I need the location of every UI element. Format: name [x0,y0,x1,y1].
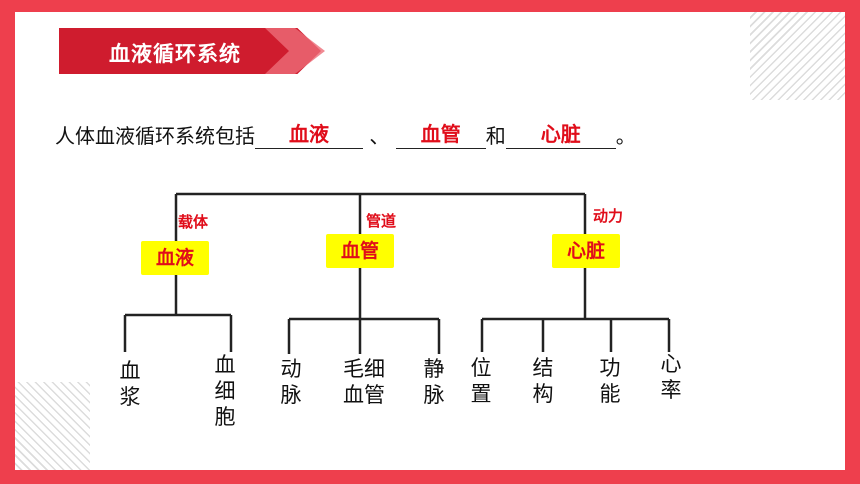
sentence-separator-1: 、 [369,124,390,148]
leaf-blood-cells: 血细胞 [214,353,236,429]
leaf-capillary: 毛细血管 [343,357,385,407]
leaf-function: 功能 [599,356,621,406]
node-heart: 心脏 [552,234,620,268]
answer-blank-2: 血管 [395,120,486,149]
sentence-lead: 人体血液循环系统包括 [55,124,255,148]
slide-frame: 血液循环系统 人体血液循环系统包括血液 、 血管和心脏。 [15,12,845,470]
sentence-separator-2: 和 [485,124,506,148]
role-label-carrier: 载体 [178,213,209,231]
node-vessels: 血管 [326,234,394,268]
tree-diagram-lines [123,192,671,354]
answer-3: 心脏 [540,122,581,146]
leaf-vein: 静脉 [423,357,445,407]
answer-2: 血管 [420,122,461,146]
leaf-artery: 动脉 [280,357,302,407]
sentence-end: 。 [615,124,636,148]
role-label-pipeline: 管道 [366,212,397,230]
node-blood: 血液 [141,241,209,275]
leaf-position: 位置 [470,356,492,406]
answer-blank-3: 心脏 [505,120,616,149]
leaf-structure: 结构 [532,356,554,406]
decorative-stripes-bottom-left [15,382,90,470]
leaf-plasma: 血浆 [119,359,141,409]
role-label-power: 动力 [593,207,624,225]
leaf-heart-rate: 心率 [660,352,682,402]
fill-in-sentence: 人体血液循环系统包括 血液 、 血管和 心脏 。 [55,120,636,149]
answer-1: 血液 [289,122,329,146]
answer-blank-1: 血液 [255,120,363,149]
decorative-stripes-top-right [750,12,845,100]
slide-title: 血液循环系统 [109,42,241,66]
